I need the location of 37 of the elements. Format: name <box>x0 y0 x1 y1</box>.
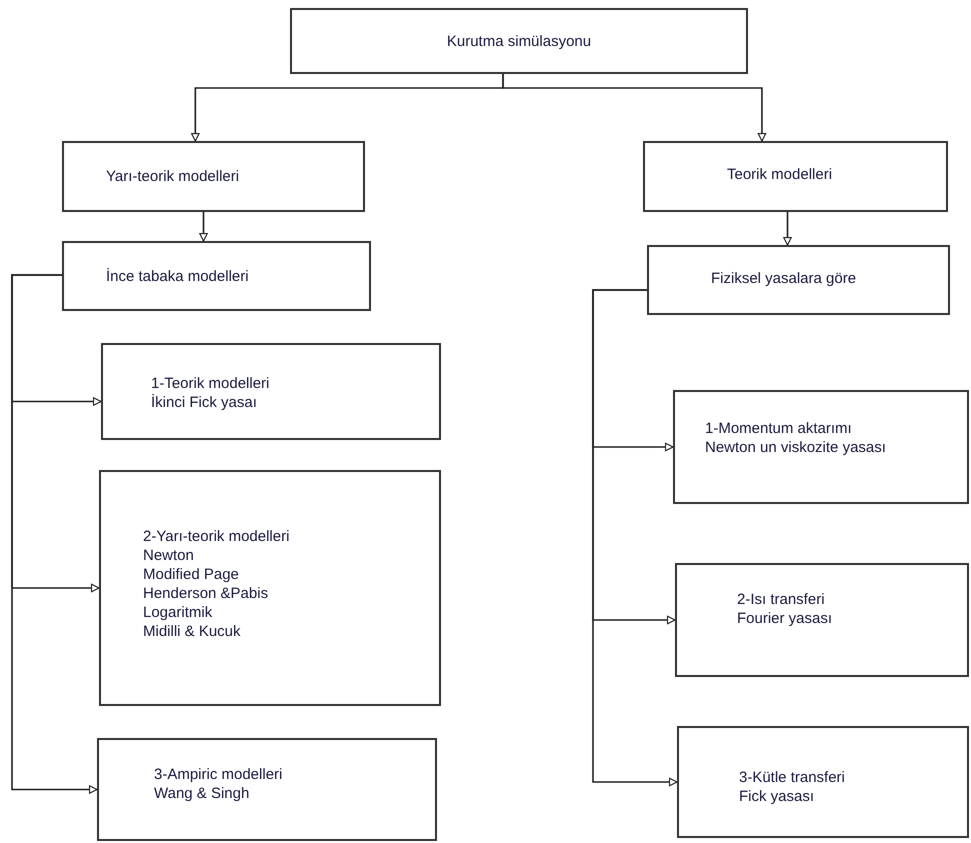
box-text: 3-Kütle transferi <box>739 768 846 787</box>
process-box <box>101 343 441 440</box>
box-text: Wang & Singh <box>154 784 250 803</box>
box-text: Newton <box>143 546 195 565</box>
box-text: Midilli & Kucuk <box>143 622 242 641</box>
box-text: İkinci Fick yasaı <box>151 393 258 412</box>
process-box <box>647 245 950 315</box>
process-box <box>62 241 371 311</box>
process-box <box>290 8 748 74</box>
box-text: Teorik modelleri <box>727 165 834 184</box>
box-text: 2-Yarı-teorik modelleri <box>143 527 290 546</box>
box-text: Fourier yasası <box>737 609 834 628</box>
box-text: Fick yasası <box>739 787 816 806</box>
arrow <box>11 274 98 794</box>
box-text: 3-Ampiric modelleri <box>154 765 284 784</box>
process-box <box>673 390 969 504</box>
box-text: 2-Isı transferi <box>737 590 826 609</box>
process-box <box>643 141 948 212</box>
box-text: İnce tabaka modelleri <box>106 267 250 286</box>
box-text: 1-Teorik modelleri <box>151 374 270 393</box>
box-text: Modified Page <box>143 565 240 584</box>
box-text: 1-Momentum aktarımı <box>705 419 853 438</box>
box-text: Newton un viskozite yasası <box>705 438 887 457</box>
process-box <box>675 563 969 677</box>
box-text: Logaritmik <box>143 603 214 622</box>
box-text: Henderson &Pabis <box>143 584 270 603</box>
box-text: Yarı-teorik modelleri <box>106 167 240 186</box>
arrow <box>199 212 208 242</box>
arrow <box>783 212 792 246</box>
process-box <box>99 470 441 706</box>
arrow <box>502 74 766 142</box>
process-box <box>97 738 437 841</box>
arrow <box>592 289 678 786</box>
process-box <box>677 726 969 838</box>
process-box <box>62 141 365 212</box>
box-text: Kurutma simülasyonu <box>446 32 592 51</box>
box-text: Fiziksel yasalara göre <box>711 269 858 288</box>
